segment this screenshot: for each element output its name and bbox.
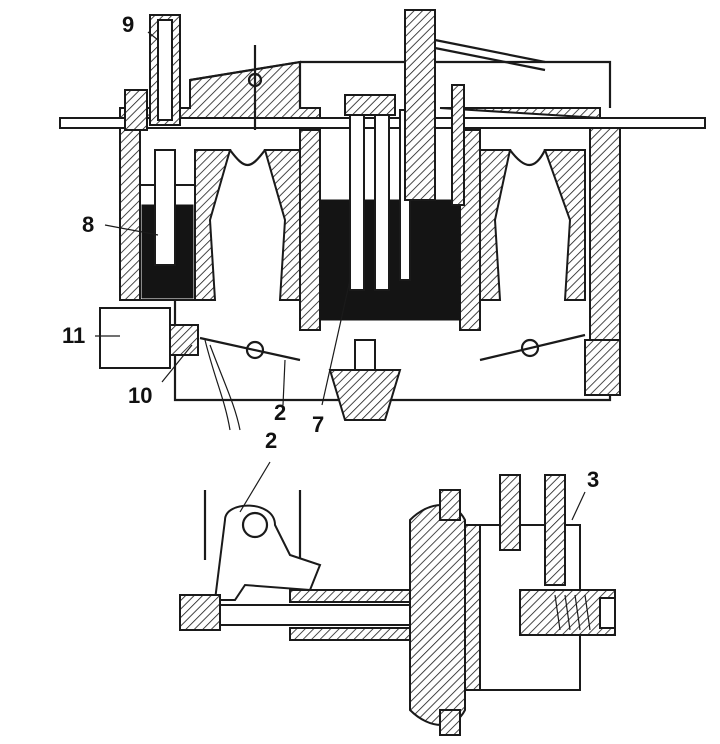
jet-cap xyxy=(344,94,396,116)
right-base-block xyxy=(584,339,621,396)
rod-end-fitting xyxy=(179,594,221,631)
vent-lever xyxy=(434,38,546,64)
vacuum-nipple-top xyxy=(439,489,461,521)
drain-valve xyxy=(354,339,376,371)
choke-pivot xyxy=(247,72,263,88)
leader-2a xyxy=(282,359,286,406)
callout-2-lower: 2 xyxy=(265,428,277,453)
leader-10 xyxy=(161,344,193,383)
pull-rod xyxy=(219,604,441,626)
connector-pipe-1 xyxy=(499,474,521,551)
rod-sleeve-bottom xyxy=(289,627,411,641)
throttle-plate-right xyxy=(479,333,586,362)
callouts: 9 8 11 10 2 7 2 3 xyxy=(62,12,599,492)
main-jet-tube-1 xyxy=(349,109,365,291)
venturi-right-throat xyxy=(509,149,546,167)
fuel-spray-1 xyxy=(204,339,231,431)
leader-lines xyxy=(95,31,586,521)
leader-7 xyxy=(321,279,351,406)
vacuum-nipple-bottom xyxy=(439,709,461,736)
rod-sleeve-top xyxy=(289,589,411,603)
vent-tube xyxy=(404,9,436,201)
leader-9 xyxy=(147,31,159,41)
callout-10: 10 xyxy=(128,383,152,408)
callout-8: 8 xyxy=(82,212,94,237)
throttle-shaft-left xyxy=(245,340,265,360)
central-wall-left xyxy=(299,129,321,331)
diaphragm-housing-left xyxy=(409,504,466,726)
throttle-plate-left xyxy=(199,336,301,362)
vacuum-unit xyxy=(179,474,616,736)
venturi-left-throat xyxy=(229,149,266,167)
callout-2-upper: 2 xyxy=(274,400,286,425)
callout-3: 3 xyxy=(587,467,599,492)
right-jet xyxy=(451,84,465,206)
leader-8 xyxy=(104,224,159,236)
idle-screw xyxy=(169,324,199,356)
fuel-spray-2 xyxy=(209,344,241,431)
top-flange-left xyxy=(60,60,321,119)
pump-rod xyxy=(157,19,173,121)
callout-9: 9 xyxy=(122,12,134,37)
leader-3 xyxy=(571,491,586,521)
throttle-shaft-right xyxy=(520,338,540,358)
diaphragm xyxy=(464,524,481,691)
float-chamber-wall-left xyxy=(119,127,141,301)
venturi-left-inner xyxy=(263,149,301,301)
vent-lever-edge xyxy=(434,46,546,72)
adjust-cap xyxy=(599,597,616,629)
connector-pipe-2 xyxy=(544,474,566,586)
main-jet-tube-2 xyxy=(374,109,390,291)
float-needle-well xyxy=(154,149,176,266)
venturi-left-outer xyxy=(194,149,232,301)
leader-2b xyxy=(239,461,271,513)
idle-housing xyxy=(99,307,171,369)
air-horn-top xyxy=(300,60,612,108)
return-spring xyxy=(554,594,591,631)
linkage-pivot xyxy=(241,511,269,539)
venturi-right-inner xyxy=(543,149,586,301)
linkage-lever xyxy=(213,504,322,601)
drain-plug xyxy=(328,369,402,421)
callout-7: 7 xyxy=(312,412,324,437)
screw-head xyxy=(124,89,148,131)
carburetor-body xyxy=(59,9,706,431)
callout-11: 11 xyxy=(62,323,85,348)
